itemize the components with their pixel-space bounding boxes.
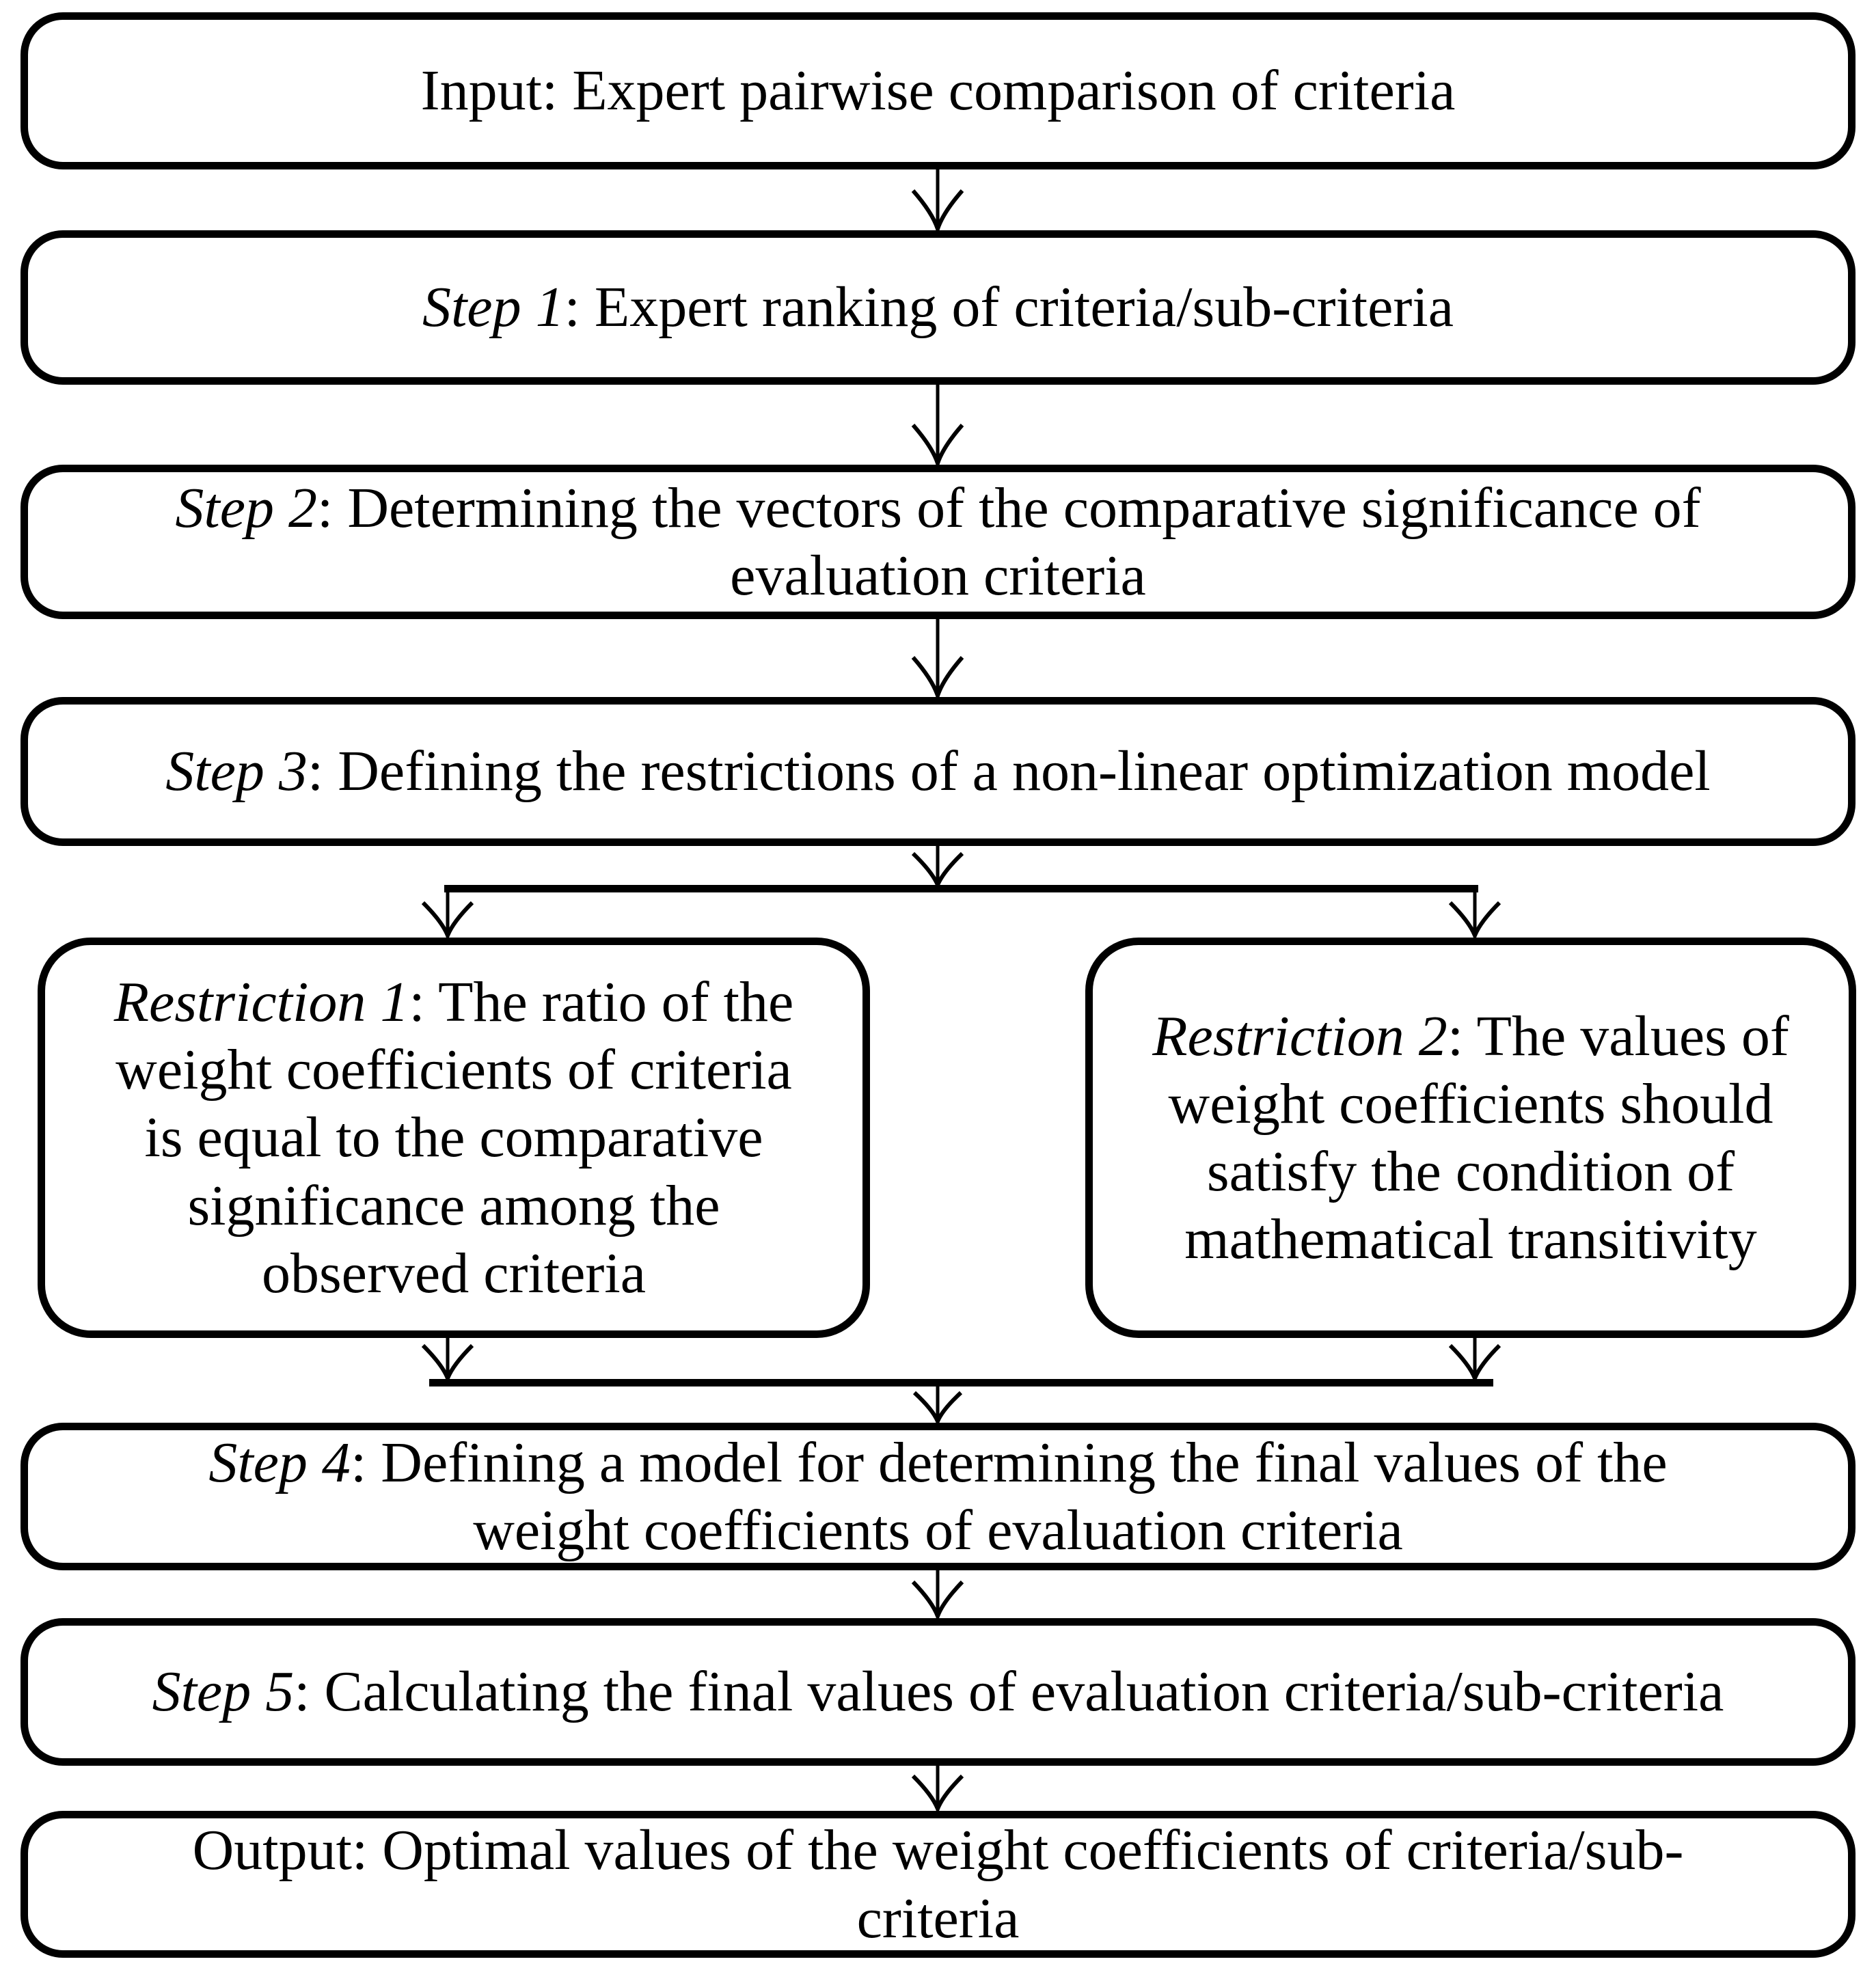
connector-input-step1 xyxy=(911,168,964,236)
connector-step5-output xyxy=(911,1766,964,1815)
node-step-4-body: : Defining a model for determining the f… xyxy=(350,1430,1668,1562)
connector-step2-step3 xyxy=(911,619,964,702)
node-step-2-body: : Determining the vectors of the compara… xyxy=(317,476,1701,607)
node-step-5: Step 5: Calculating the final values of … xyxy=(21,1618,1855,1766)
node-step-3-label: Step 3: Defining the restrictions of a n… xyxy=(42,737,1834,805)
node-restriction-2-prefix: Restriction 2 xyxy=(1152,1004,1447,1068)
connector-step3-branch xyxy=(911,846,964,890)
node-step-4-prefix: Step 4 xyxy=(208,1430,351,1494)
node-output-body: : Optimal values of the weight coefficie… xyxy=(351,1818,1684,1950)
node-step-1-body: : Expert ranking of criteria/sub-criteri… xyxy=(564,275,1454,340)
connector-branch-restriction1 xyxy=(421,892,474,942)
node-input: Input: Expert pairwise comparison of cri… xyxy=(21,12,1855,169)
node-step-2-prefix: Step 2 xyxy=(175,476,318,540)
connector-restriction2-merge xyxy=(1448,1337,1501,1384)
node-step-4-label: Step 4: Defining a model for determining… xyxy=(42,1429,1834,1564)
node-step-5-body: : Calculating the final values of evalua… xyxy=(294,1660,1724,1724)
node-restriction-1-body: : The ratio of the weight coefficients o… xyxy=(115,970,794,1305)
node-restriction-1: Restriction 1: The ratio of the weight c… xyxy=(38,938,870,1338)
node-step-3: Step 3: Defining the restrictions of a n… xyxy=(21,697,1855,846)
node-step-4: Step 4: Defining a model for determining… xyxy=(21,1423,1855,1570)
node-input-label: Input: Expert pairwise comparison of cri… xyxy=(42,57,1834,124)
node-step-5-label: Step 5: Calculating the final values of … xyxy=(42,1658,1834,1725)
node-output-prefix: Output xyxy=(192,1818,352,1883)
node-step-5-prefix: Step 5 xyxy=(152,1660,295,1724)
merge-bar xyxy=(429,1379,1493,1386)
connector-step4-step5 xyxy=(911,1570,964,1622)
node-step-1-label: Step 1: Expert ranking of criteria/sub-c… xyxy=(42,273,1834,341)
connector-step1-step2 xyxy=(911,385,964,470)
node-step-2-label: Step 2: Determining the vectors of the c… xyxy=(42,474,1834,610)
node-restriction-2: Restriction 2: The values of weight coef… xyxy=(1085,938,1856,1338)
node-step-1: Step 1: Expert ranking of criteria/sub-c… xyxy=(21,230,1855,385)
node-restriction-2-body: : The values of weight coefficients shou… xyxy=(1168,1004,1789,1272)
node-restriction-1-label: Restriction 1: The ratio of the weight c… xyxy=(59,968,849,1307)
connector-merge-step4 xyxy=(912,1386,963,1427)
node-restriction-2-label: Restriction 2: The values of weight coef… xyxy=(1106,1002,1835,1273)
connector-restriction1-merge xyxy=(421,1337,474,1384)
node-step-2: Step 2: Determining the vectors of the c… xyxy=(21,465,1855,619)
node-input-body: : Expert pairwise comparison of criteria xyxy=(541,59,1456,123)
branch-bar xyxy=(444,885,1478,892)
node-restriction-1-prefix: Restriction 1 xyxy=(113,970,409,1035)
node-step-3-body: : Defining the restrictions of a non-lin… xyxy=(307,739,1711,804)
node-step-1-prefix: Step 1 xyxy=(422,275,565,340)
node-output-label: Output: Optimal values of the weight coe… xyxy=(42,1816,1834,1952)
node-step-3-prefix: Step 3 xyxy=(165,739,308,804)
node-output: Output: Optimal values of the weight coe… xyxy=(21,1811,1855,1958)
node-input-prefix: Input xyxy=(420,59,542,123)
connector-branch-restriction2 xyxy=(1448,892,1501,942)
